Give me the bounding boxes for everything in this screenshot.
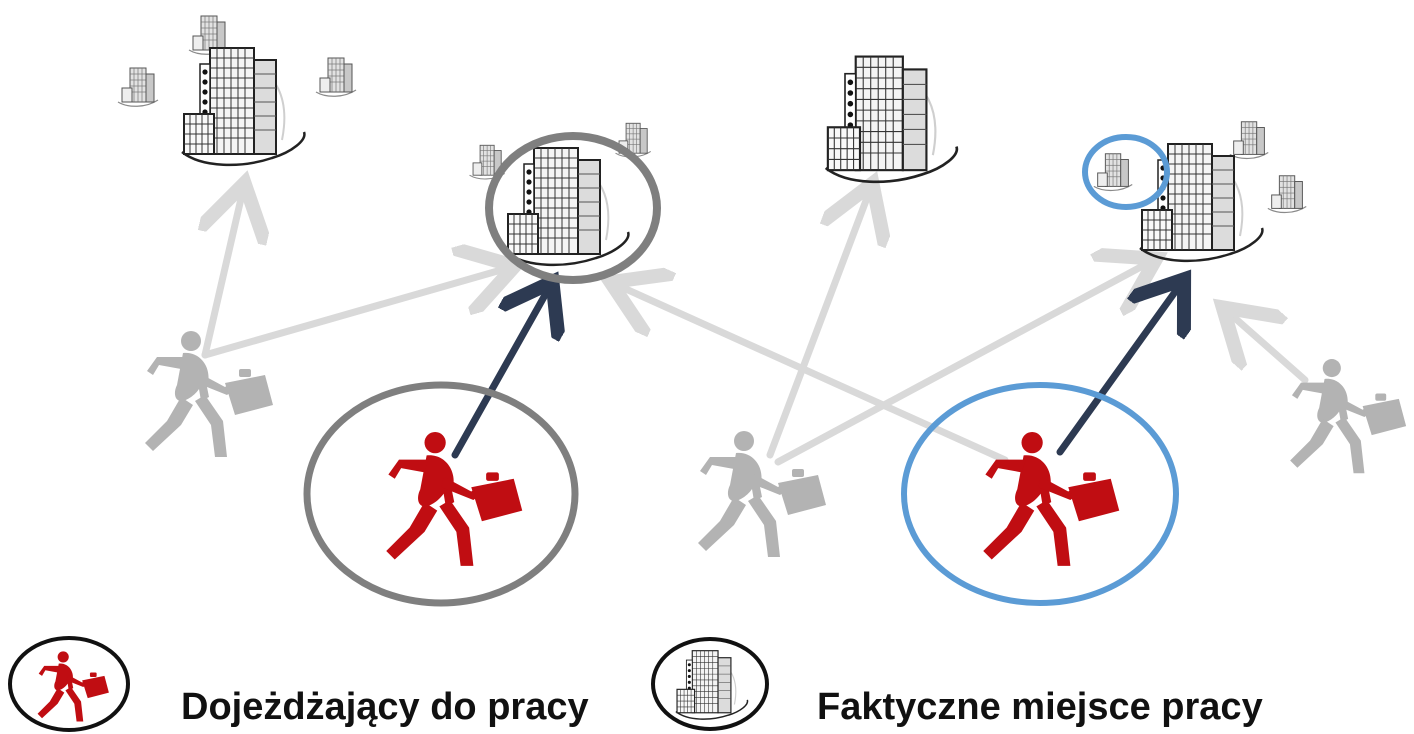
- flow-arrow: [766, 190, 870, 459]
- building-cluster: [117, 15, 357, 167]
- office-building-icon: [180, 46, 306, 167]
- workplace-highlight-ring: [485, 132, 661, 284]
- flow-arrow: [205, 190, 243, 359]
- small-building-icon: [117, 67, 159, 107]
- flow-arrow: [201, 268, 508, 359]
- small-building-icon: [1267, 175, 1307, 214]
- commute-arrow: [1056, 285, 1180, 456]
- flow-arrow: [617, 285, 1009, 464]
- commute-arrow: [451, 288, 549, 459]
- workplace-highlight-ring: [1082, 134, 1170, 210]
- flow-arrow: [1228, 312, 1309, 384]
- flow-arrow: [774, 262, 1150, 466]
- office-building-icon: [1138, 142, 1264, 263]
- legend-commuter-symbol: [8, 636, 130, 732]
- small-building-icon: [1093, 153, 1133, 192]
- workplace-legend-label: Faktyczne miejsce pracy: [817, 686, 1263, 728]
- legend-workplace-symbol: [651, 637, 769, 731]
- inactive-commuter-icon: [1290, 359, 1407, 474]
- office-building-icon: [504, 146, 630, 267]
- commuter-highlight-ring: [901, 382, 1179, 606]
- active-commuter-icon: [983, 432, 1120, 566]
- office-building-icon: [824, 55, 959, 184]
- building-cluster: [824, 55, 959, 184]
- commuter-highlight-ring: [303, 381, 579, 607]
- small-building-icon: [315, 57, 357, 97]
- building-cluster: [1093, 121, 1307, 263]
- commuter-legend-label: Dojeżdżający do pracy: [181, 686, 589, 728]
- small-building-icon: [1229, 121, 1269, 160]
